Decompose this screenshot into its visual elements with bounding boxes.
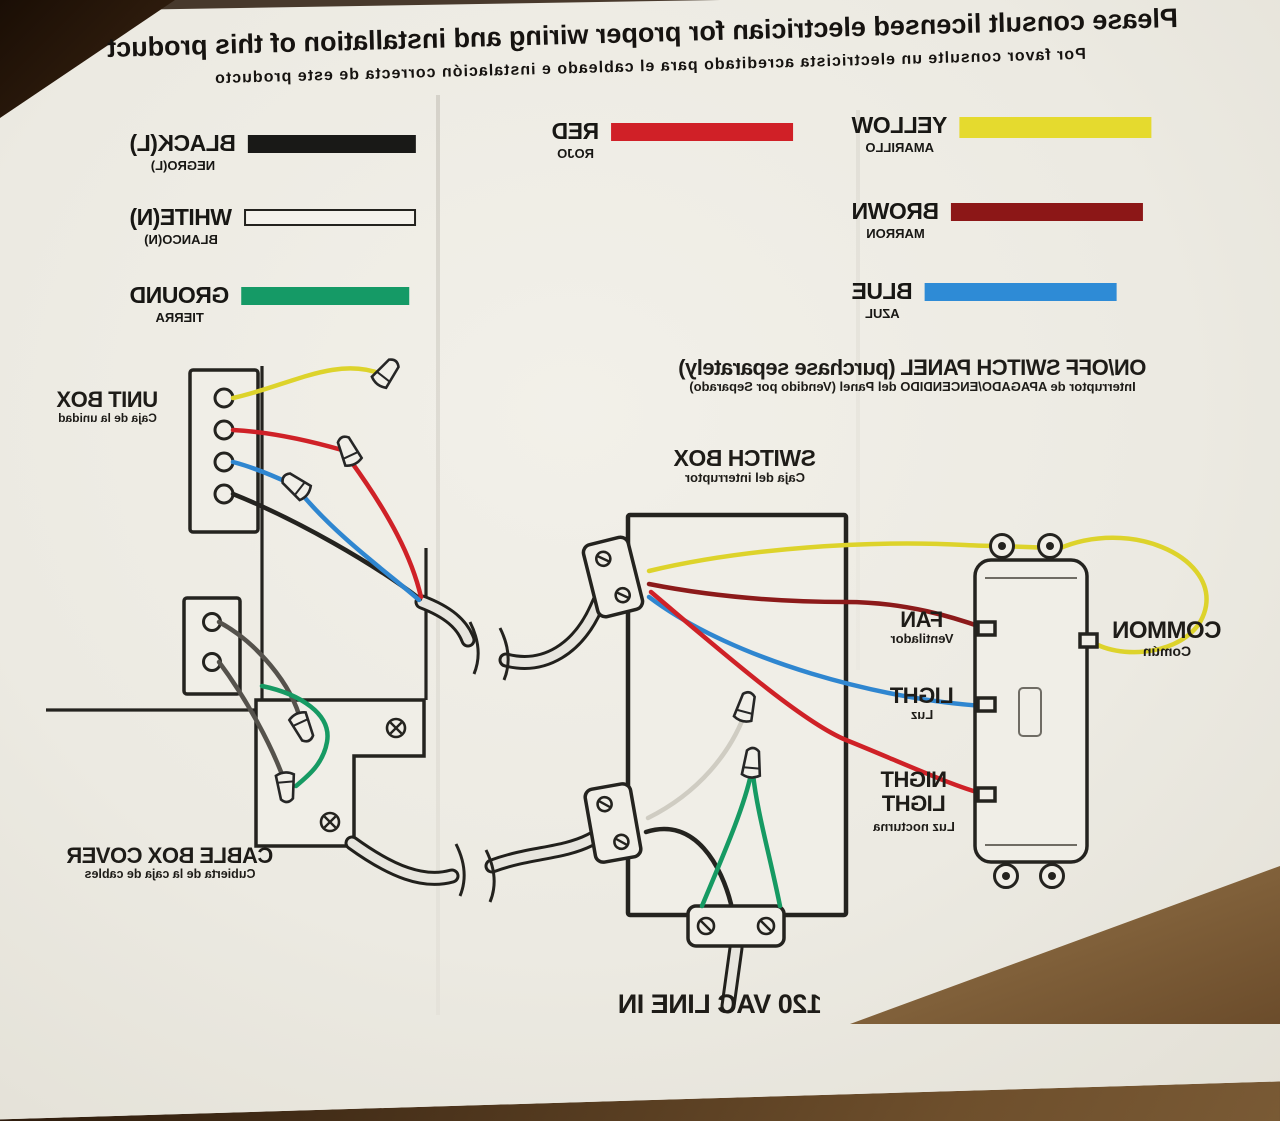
fan-label: FAN Ventilador: [890, 607, 954, 647]
night-light-terminal: [976, 786, 997, 803]
legend-item-black: BLACK(L)NEGRO(L): [130, 130, 416, 173]
unit-box-drawing: [182, 368, 260, 696]
cable-clamp: [583, 782, 643, 864]
light-terminal: [976, 696, 997, 713]
cable-box-cover-label: CABLE BOX COVER Cubierta de la caja de c…: [66, 843, 274, 882]
white-swatch: [244, 209, 417, 226]
cable-clamp: [686, 904, 786, 948]
red-swatch: [611, 123, 794, 141]
ground-swatch: [241, 287, 410, 305]
unit-box-label: UNIT BOX Caja de la unidad: [56, 387, 159, 426]
common-label: COMMON Común: [1112, 617, 1222, 660]
common-terminal: [1078, 632, 1099, 649]
wiring-diagram: [46, 358, 1209, 1014]
light-label: LIGHT Luz: [890, 683, 954, 723]
switch-panel-drawing: [973, 533, 1099, 889]
line-in-label: 120 VAC LINE IN: [618, 989, 822, 1019]
night-light-label: NIGHT LIGHT Luz nocturna: [873, 767, 955, 835]
cable-box-cover-drawing: [254, 698, 426, 848]
wire-nut-icons: [274, 358, 762, 804]
switch-panel-label: ON/OFF SWITCH PANEL (purchase separately…: [678, 355, 1147, 395]
fan-terminal: [976, 620, 997, 637]
paper-crease: [436, 95, 440, 1015]
legend-item-white: WHITE(N)BLANCO(N): [130, 204, 417, 247]
blue-swatch: [924, 283, 1117, 301]
paper-crease: [856, 110, 860, 670]
cable-clamp: [581, 535, 645, 619]
yellow-swatch: [959, 117, 1152, 138]
screw-icon: [385, 717, 407, 739]
brown-swatch: [950, 203, 1143, 221]
black-swatch: [247, 135, 416, 153]
unit-box-wires: [216, 366, 424, 789]
switch-box-wires: [643, 535, 1209, 909]
switch-box-label: SWITCH BOX Caja del interruptor: [674, 445, 816, 486]
screw-icon: [319, 811, 341, 833]
